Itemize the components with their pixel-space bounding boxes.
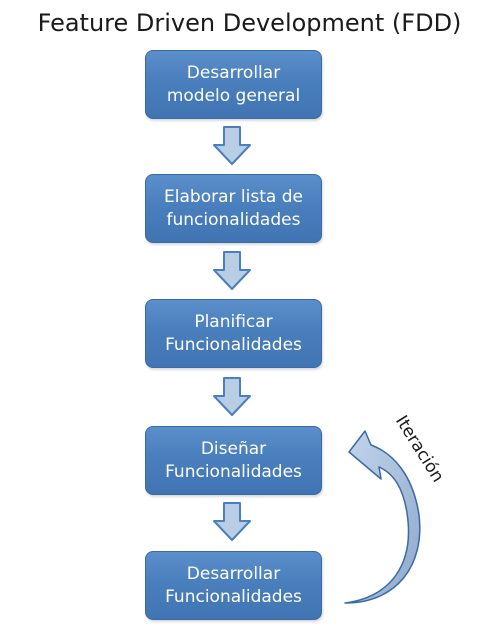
step-5-line-1: Desarrollar [186,563,281,584]
down-arrow-icon-3 [213,377,251,416]
step-box-1: Desarrollar modelo general [145,50,322,119]
step-1-line-1: Desarrollar [186,62,281,83]
step-3-line-2: Funcionalidades [165,334,302,355]
step-box-3: Planificar Funcionalidades [145,299,322,368]
step-3-line-1: Planificar [194,311,273,332]
step-box-5: Desarrollar Funcionalidades [145,551,322,620]
step-box-2: Elaborar lista de funcionalidades [145,174,322,243]
iteration-curved-arrow-icon [344,430,421,604]
down-arrow-icon-2 [213,251,251,290]
step-1-line-2: modelo general [166,85,301,106]
step-4-line-1: Diseñar [200,438,267,459]
step-4-line-2: Funcionalidades [165,461,302,482]
step-5-line-2: Funcionalidades [165,586,302,607]
step-box-4: Diseñar Funcionalidades [145,426,322,495]
diagram-title: Feature Driven Development (FDD) [37,9,462,37]
step-2-line-2: funcionalidades [166,209,301,230]
step-2-line-1: Elaborar lista de [164,186,303,207]
down-arrow-icon-4 [213,502,251,541]
down-arrow-icon-1 [213,126,251,165]
